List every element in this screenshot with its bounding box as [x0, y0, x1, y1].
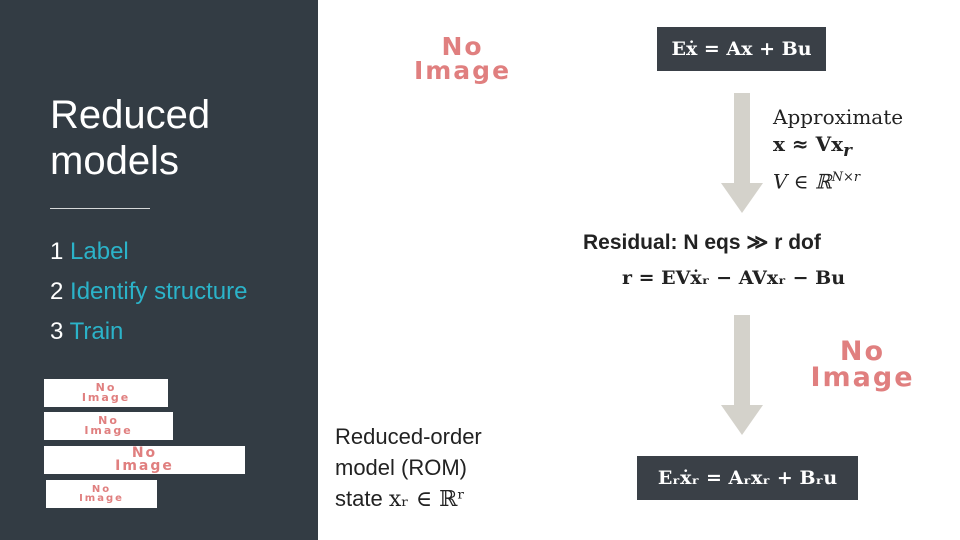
full-model-equation: Eẋ = Ax + Bu — [657, 27, 826, 71]
placeholder-text: No Image — [413, 32, 512, 85]
title-divider — [50, 208, 150, 209]
step-label: Label — [70, 238, 129, 265]
placeholder-text: No Image — [810, 336, 915, 393]
residual-equation: r = EVẋᵣ − AVxᵣ − Bu — [622, 267, 846, 289]
slide-title: Reduced models — [50, 92, 210, 184]
basis-expression: V ∈ ℝ — [773, 169, 832, 194]
step-item: 3 Train — [50, 312, 247, 352]
step-number: 1 — [50, 238, 64, 265]
step-number: 3 — [50, 318, 64, 345]
approximation-line: x ≈ Vxr — [773, 131, 903, 164]
step-number: 2 — [50, 278, 64, 305]
down-arrow-icon — [721, 315, 763, 435]
rom-line-1: Reduced-order — [335, 424, 482, 449]
rom-description: Reduced-order model (ROM) state xᵣ ∈ ℝʳ — [335, 421, 482, 515]
title-line-2: models — [50, 139, 179, 183]
image-placeholder: No Image — [44, 446, 245, 474]
approximate-heading: Approximate — [773, 105, 904, 129]
residual-text: Residual: N eqs ≫ r dof — [583, 231, 821, 254]
left-panel: Reduced models 1 Label 2 Identify struct… — [0, 0, 318, 540]
placeholder-text: No Image — [79, 483, 124, 504]
placeholder-text: No Image — [81, 380, 131, 404]
rom-line-3: state xᵣ ∈ ℝʳ — [335, 483, 482, 515]
approx-subscript: r — [843, 140, 852, 160]
rom-state-math: xᵣ ∈ ℝʳ — [388, 487, 466, 512]
step-item: 1 Label — [50, 232, 247, 272]
down-arrow-icon — [721, 93, 763, 213]
step-label: Identify structure — [70, 278, 248, 305]
title-line-1: Reduced — [50, 93, 211, 137]
image-placeholder: No Image — [770, 322, 955, 408]
image-placeholder: No Image — [46, 480, 157, 508]
step-label: Train — [69, 318, 124, 345]
placeholder-text: No Image — [115, 446, 174, 474]
image-placeholder: No Image — [44, 379, 168, 407]
image-placeholder: No Image — [44, 412, 173, 440]
rom-line-2: model (ROM) — [335, 455, 468, 480]
placeholder-text: No Image — [84, 413, 133, 437]
steps-list: 1 Label 2 Identify structure 3 Train — [50, 232, 247, 352]
step-item: 2 Identify structure — [50, 272, 247, 312]
basis-definition: V ∈ ℝN×r — [773, 164, 903, 196]
approx-expression: x ≈ Vx — [773, 132, 844, 156]
basis-superscript: N×r — [831, 170, 861, 185]
approximation-block: Approximate x ≈ Vxr V ∈ ℝN×r — [773, 104, 903, 196]
image-placeholder: No Image — [330, 25, 595, 93]
full-model-text: Eẋ = Ax + Bu — [671, 38, 812, 60]
reduced-model-text: Eᵣẋᵣ = Aᵣxᵣ + Bᵣu — [657, 467, 838, 489]
reduced-model-equation: Eᵣẋᵣ = Aᵣxᵣ + Bᵣu — [637, 456, 858, 500]
rom-state-label: state — [335, 486, 389, 511]
